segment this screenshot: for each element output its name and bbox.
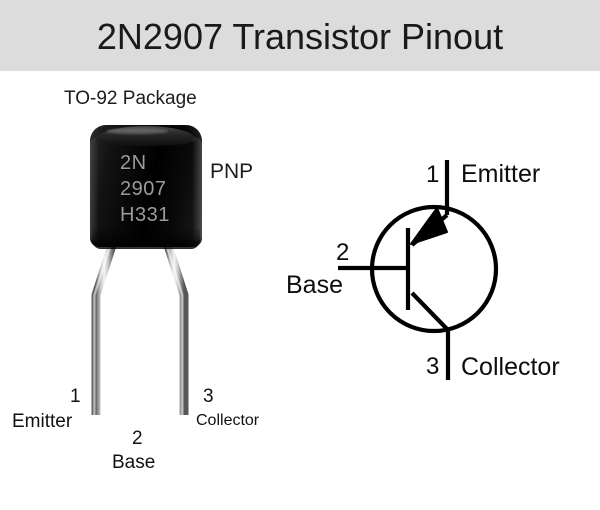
page-title: 2N2907 Transistor Pinout: [96, 16, 504, 57]
package-pin-1-name: Emitter: [12, 411, 73, 432]
package-pin-3-name: Collector: [196, 412, 260, 429]
schematic-pin-2-number: 2: [336, 239, 350, 266]
package-marking-line-1: 2N: [120, 152, 147, 174]
schematic-svg: [338, 160, 499, 380]
package-right-bevel: [192, 137, 202, 241]
package-marking-line-3: H331: [120, 204, 170, 226]
package-top-bevel: [96, 126, 196, 146]
package-top-gloss: [106, 128, 168, 134]
package-pin-3-number: 3: [203, 386, 214, 407]
schematic-pin-3-name: Collector: [461, 353, 560, 381]
package-bottom-shadow: [92, 227, 200, 249]
schematic-pin-1-number: 1: [426, 161, 440, 188]
package-marking-line-2: 2907: [120, 178, 167, 200]
package-left-bevel: [90, 137, 99, 241]
collector-slant: [410, 291, 450, 332]
package-leads: [91, 237, 189, 415]
to92-package-illustration: 2N 2907 H331: [40, 115, 260, 425]
package-pin-2-name: Base: [112, 452, 156, 473]
schematic-pin-1-name: Emitter: [461, 160, 541, 188]
schematic-pin-2-name: Base: [286, 271, 343, 299]
transistor-polarity-label: PNP: [210, 160, 254, 183]
pnp-arrow-icon: [410, 207, 448, 245]
header-band: [0, 0, 600, 71]
package-type-label: TO-92 Package: [64, 88, 197, 109]
schematic-pin-3-number: 3: [426, 353, 440, 380]
package-pin-2-number: 2: [132, 428, 143, 449]
pnp-schematic-symbol: [270, 140, 600, 395]
package-pin-1-number: 1: [70, 386, 81, 407]
